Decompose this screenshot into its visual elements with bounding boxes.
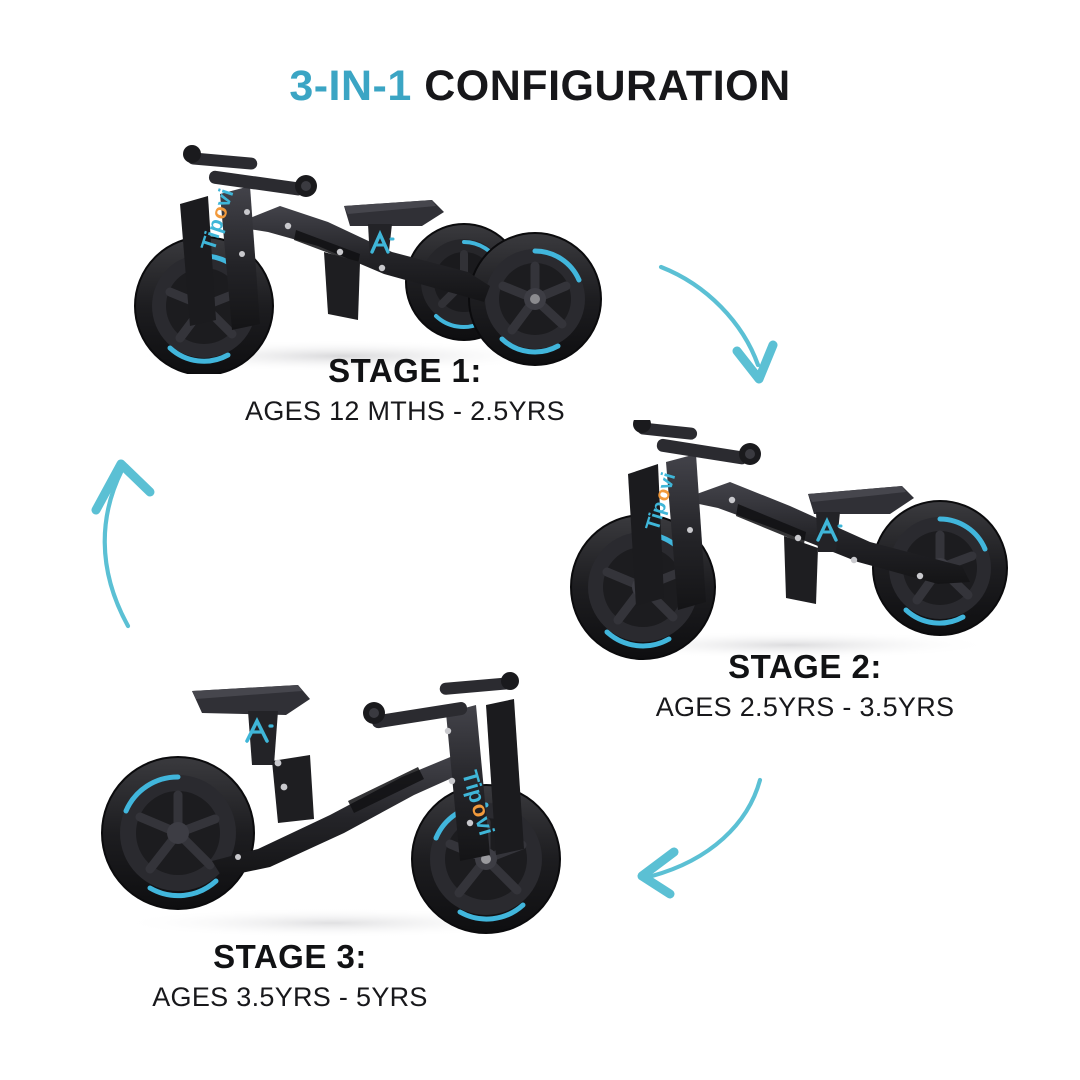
arrow-stage1-to-stage2 — [655, 245, 820, 395]
handlebar — [633, 420, 761, 465]
stage-2-illustration: Tip o vi — [540, 420, 1040, 660]
stage-1-ages: AGES 12 MTHS - 2.5YRS — [245, 395, 565, 426]
stage-2-caption: STAGE 2: AGES 2.5YRS - 3.5YRS — [505, 648, 1080, 725]
seat-logo-mark — [816, 517, 843, 542]
front-fork — [666, 454, 706, 610]
arrow-stage3-to-stage1 — [88, 448, 233, 633]
title-accent-text: 3-IN-1 — [289, 62, 412, 110]
seat — [192, 685, 310, 765]
stage-2-ages: AGES 2.5YRS - 3.5YRS — [655, 691, 955, 722]
stage-3-caption: STAGE 3: AGES 3.5YRS - 5YRS — [0, 938, 590, 1015]
svg-text:vi: vi — [211, 186, 238, 210]
front-fork-back — [628, 464, 664, 606]
handlebar — [183, 145, 317, 197]
svg-text:vi: vi — [654, 470, 680, 492]
arrow-stage2-to-stage3 — [612, 772, 812, 917]
stage-2-label: STAGE 2: — [728, 648, 882, 685]
page-title: 3-IN-1 CONFIGURATION — [0, 62, 1080, 111]
rear-wheel-near — [468, 232, 602, 366]
stage-1-illustration: Tip o vi — [92, 134, 612, 374]
stage-1-label: STAGE 1: — [328, 352, 482, 389]
stage-3-label: STAGE 3: — [213, 938, 367, 975]
stage-3-illustration: Tip o vi — [62, 655, 602, 940]
seat — [808, 486, 914, 552]
frame-bolts — [235, 727, 474, 860]
frame-plate — [272, 755, 314, 823]
seat-logo-mark — [245, 716, 274, 743]
frame-bolts — [687, 496, 924, 580]
seat-post — [368, 224, 392, 260]
brand-logo-fork: Tip o vi — [197, 186, 239, 254]
title-plain-text — [412, 62, 424, 110]
handlebar — [363, 672, 519, 729]
front-fork-back — [180, 196, 216, 326]
seat-logo-mark — [370, 229, 395, 254]
frame-plate — [324, 252, 360, 320]
front-fork-back — [486, 699, 524, 855]
stage-3-ages: AGES 3.5YRS - 5YRS — [152, 981, 428, 1012]
front-fork — [446, 705, 490, 861]
seat-post — [248, 711, 278, 765]
rear-wheel — [101, 756, 255, 910]
title-plain-word: CONFIGURATION — [424, 62, 791, 110]
frame-bolts — [239, 209, 386, 272]
frame-plate — [784, 536, 818, 604]
seat — [344, 200, 444, 260]
front-fork — [220, 186, 260, 330]
stage-1-caption: STAGE 1: AGES 12 MTHS - 2.5YRS — [180, 352, 630, 429]
svg-text:o: o — [467, 800, 495, 820]
